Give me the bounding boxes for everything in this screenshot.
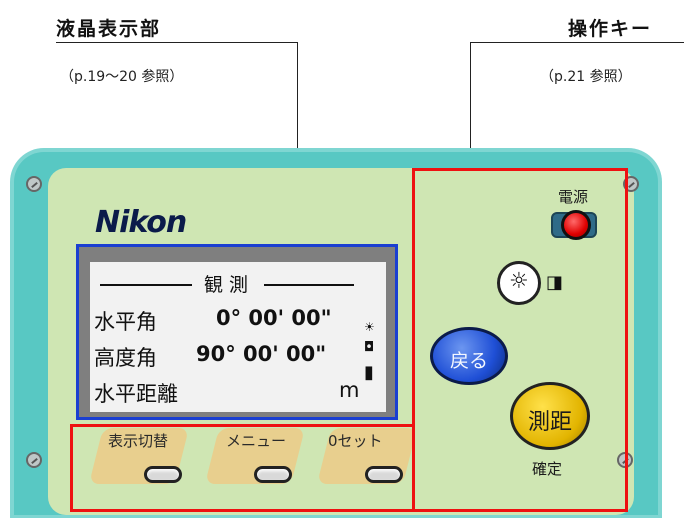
back-button-label: 戻る xyxy=(450,350,489,372)
screw-icon xyxy=(26,452,42,468)
back-button[interactable]: 戻る xyxy=(430,327,508,385)
brand-logo: Nikon xyxy=(95,205,187,240)
measure-button[interactable]: 測距 xyxy=(510,382,590,450)
lcd-status-memory-icon: ◘ xyxy=(364,340,375,355)
soft-key-label: メニュー xyxy=(226,432,287,450)
zero-set-button[interactable] xyxy=(365,466,403,483)
keys-highlight-bottom xyxy=(70,424,415,512)
lcd-display xyxy=(90,262,386,412)
keys-callout-title: 操作キー xyxy=(568,18,653,40)
confirm-label: 確定 xyxy=(532,460,563,478)
lcd-row-value: 0° 00' 00" xyxy=(216,306,332,330)
keys-callout-leader xyxy=(470,42,471,170)
soft-key-label: 0セット xyxy=(328,432,383,450)
keys-callout-underline xyxy=(470,42,684,43)
light-button[interactable]: ☼ xyxy=(497,261,541,305)
display-callout-title: 液晶表示部 xyxy=(56,18,162,40)
light-bulb-icon: ☼ xyxy=(509,269,529,294)
display-switch-button[interactable] xyxy=(144,466,182,483)
keys-callout-ref: （p.21 参照） xyxy=(540,69,632,85)
display-callout-underline xyxy=(56,42,298,43)
power-label: 電源 xyxy=(558,188,589,206)
measure-button-label: 測距 xyxy=(528,410,573,435)
lcd-row-unit: m xyxy=(339,378,360,402)
display-callout-leader xyxy=(297,42,298,250)
lcd-status-sun-icon: ☀ xyxy=(364,320,375,334)
lcd-status-battery-icon: ▮ xyxy=(364,362,374,383)
lcd-header-rule-right xyxy=(264,284,354,286)
lcd-row-label: 水平角 xyxy=(94,310,157,334)
power-button[interactable] xyxy=(561,210,591,240)
screw-icon xyxy=(26,176,42,192)
lcd-row-label: 高度角 xyxy=(94,346,157,370)
display-callout-ref: （p.19〜20 参照） xyxy=(60,69,184,85)
soft-key-label: 表示切替 xyxy=(108,432,169,450)
menu-button[interactable] xyxy=(254,466,292,483)
lcd-row-label: 水平距離 xyxy=(94,382,178,406)
lcd-header: 観 測 xyxy=(204,274,249,296)
light-indicator-icon: ◨ xyxy=(546,272,564,293)
keys-highlight-right xyxy=(412,168,628,512)
lcd-row-value: 90° 00' 00" xyxy=(196,342,327,366)
lcd-header-rule-left xyxy=(100,284,192,286)
